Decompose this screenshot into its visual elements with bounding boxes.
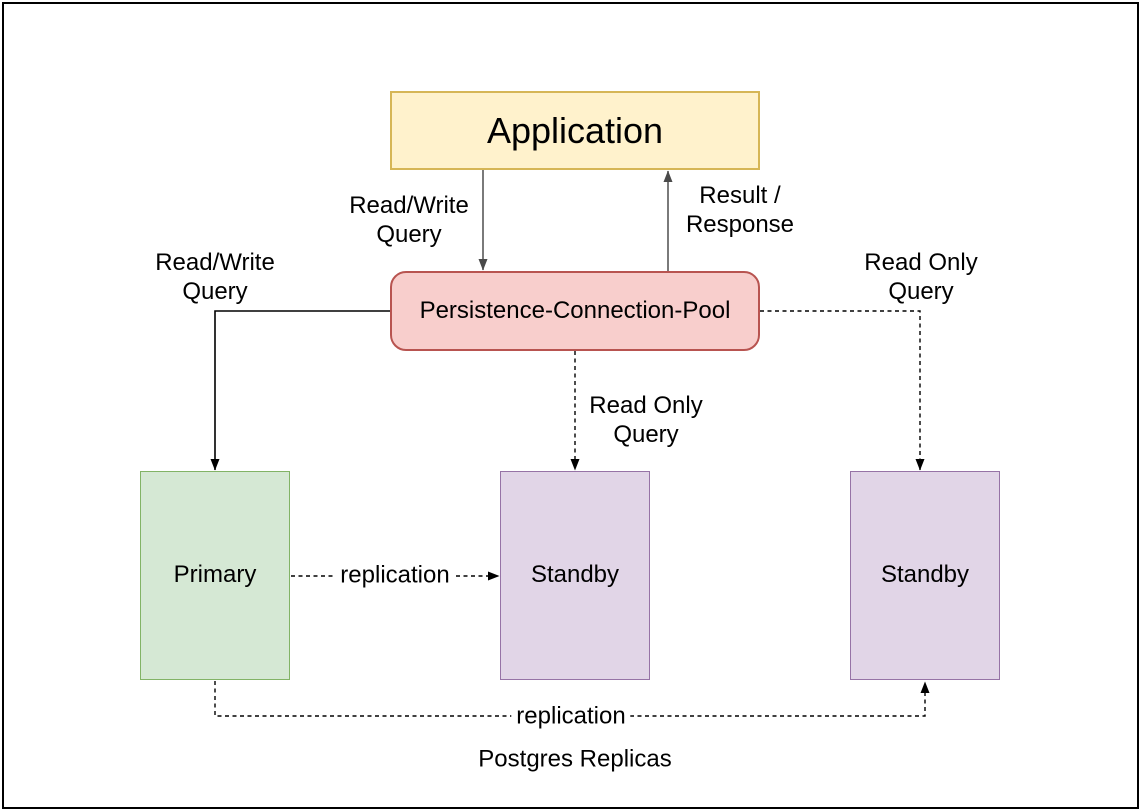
- node-primary: Primary: [140, 471, 290, 680]
- node-connection-pool-label: Persistence-Connection-Pool: [419, 296, 731, 324]
- label-read-write-query-left: Read/Write Query: [155, 249, 275, 305]
- caption-postgres-replicas: Postgres Replicas: [478, 745, 672, 773]
- edge-pool-to-standby-2: [760, 310, 925, 471]
- label-read-write-query-top: Read/Write Query: [349, 192, 469, 248]
- node-standby-1: Standby: [500, 471, 650, 680]
- node-application-label: Application: [486, 109, 664, 151]
- node-connection-pool: Persistence-Connection-Pool: [390, 271, 760, 351]
- node-application: Application: [390, 91, 760, 170]
- label-result-response: Result / Response: [685, 182, 795, 238]
- node-standby-1-label: Standby: [530, 561, 620, 589]
- label-read-only-query-right: Read Only Query: [864, 249, 978, 305]
- node-standby-2-label: Standby: [880, 561, 970, 589]
- node-primary-label: Primary: [173, 561, 257, 589]
- label-replication-primary-standby: replication: [335, 561, 455, 591]
- edge-pool-to-primary: [210, 310, 390, 471]
- label-read-only-query-center: Read Only Query: [589, 392, 703, 448]
- label-replication-bottom: replication: [511, 702, 631, 732]
- node-standby-2: Standby: [850, 471, 1000, 680]
